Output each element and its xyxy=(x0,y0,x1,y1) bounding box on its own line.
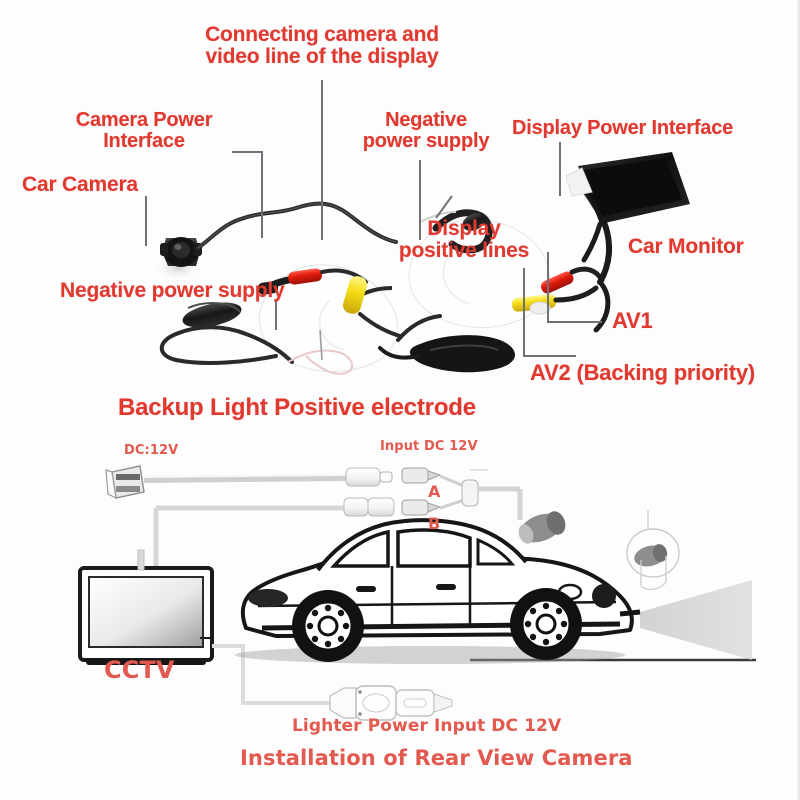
car-illustration xyxy=(235,518,641,664)
cctv-monitor xyxy=(78,549,214,665)
label-connecting-camera-video-line: Connecting camera and video line of the … xyxy=(205,23,439,68)
leader-av1 xyxy=(547,252,602,323)
label-input-dc-12v: Input DC 12V xyxy=(380,439,478,454)
camera-power-connector-body xyxy=(182,302,242,328)
leader-camera-power-interface xyxy=(232,151,263,238)
label-branch-a: A xyxy=(428,482,441,501)
plug-b xyxy=(401,499,442,516)
leader-display-positive xyxy=(435,195,453,219)
backup-light-wire xyxy=(287,349,354,375)
cable-monitor-to-lighter xyxy=(212,644,330,705)
car-monitor-device xyxy=(565,152,690,263)
cable-upper-run xyxy=(143,467,393,487)
leader-av2 xyxy=(523,268,576,357)
dc-power-brick xyxy=(105,465,145,500)
y-splitter xyxy=(439,474,523,520)
camera-fov-beam xyxy=(640,580,752,660)
label-display-positive-lines: Display positive lines xyxy=(398,217,530,262)
label-av1: AV1 xyxy=(612,308,653,333)
plug-a xyxy=(401,467,442,484)
label-negative-power-supply-left: Negative power supply xyxy=(60,279,285,302)
camera-barrel-loose xyxy=(518,511,566,544)
label-cctv: CCTV xyxy=(104,656,175,684)
label-car-monitor: Car Monitor xyxy=(628,235,744,258)
display-power-coil xyxy=(378,335,515,373)
front-wheel xyxy=(292,590,364,662)
label-camera-power-interface: Camera Power Interface xyxy=(75,109,213,152)
label-lighter-power-input: Lighter Power Input DC 12V xyxy=(292,716,562,736)
monitor-rca-connectors xyxy=(511,266,605,315)
camera-video-cable xyxy=(196,201,398,250)
label-installation-caption: Installation of Rear View Camera xyxy=(240,746,633,770)
camera-power-loop xyxy=(174,325,294,364)
label-car-camera: Car Camera xyxy=(22,173,138,196)
label-dc-12v: DC:12V xyxy=(124,443,179,458)
label-branch-b: B xyxy=(428,514,441,533)
label-backup-light-positive-electrode: Backup Light Positive electrode xyxy=(118,394,476,421)
label-av2: AV2 (Backing priority) xyxy=(530,360,756,385)
label-negative-power-supply-top: Negative power supply xyxy=(362,109,490,152)
car-camera-device xyxy=(152,237,204,281)
rear-wheel xyxy=(510,588,582,660)
top-leader-lines xyxy=(145,80,602,357)
display-positive-lead xyxy=(419,209,493,254)
camera-rca-connectors xyxy=(257,268,368,295)
video-yellow-rca-left xyxy=(343,276,402,338)
cigarette-lighter-plug xyxy=(329,685,453,721)
camera-mount-callout xyxy=(626,510,680,591)
label-display-power-interface: Display Power Interface xyxy=(512,117,734,139)
